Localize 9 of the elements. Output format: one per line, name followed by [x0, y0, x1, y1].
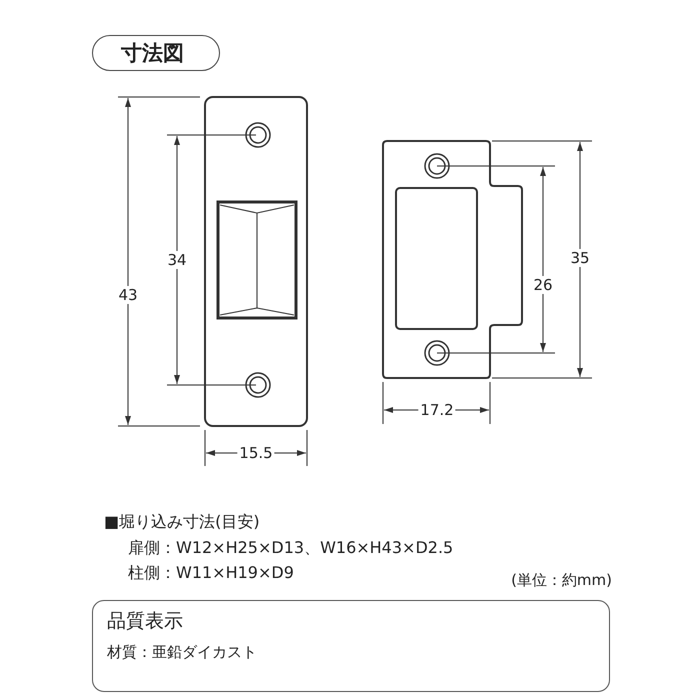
note-heading: ■堀り込み寸法(目安): [104, 512, 260, 532]
unit-note: (単位：約mm): [511, 570, 612, 590]
title-pill: [92, 35, 220, 71]
quality-box: [92, 600, 610, 692]
box-heading: 品質表示: [107, 609, 183, 633]
note-text: 扉側：W12×H25×D13、W16×H43×D2.5: [128, 538, 454, 558]
box-text: 材質：亜鉛ダイカスト: [107, 642, 257, 662]
note-text: 柱側：W11×H19×D9: [128, 563, 294, 583]
title-text: 寸法図: [121, 40, 184, 66]
